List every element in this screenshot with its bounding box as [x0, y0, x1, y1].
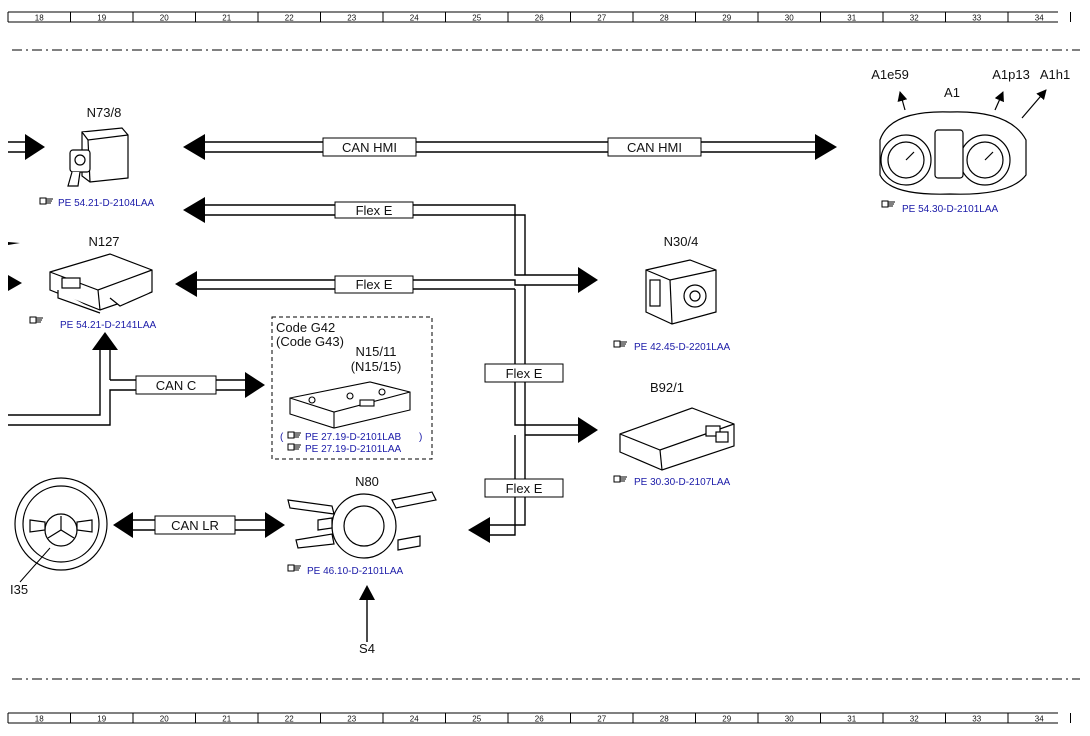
- label-a1e59: A1e59: [871, 67, 909, 82]
- svg-text:): ): [419, 432, 422, 443]
- sensor-unit-icon: [619, 407, 735, 471]
- label-n15-15: (N15/15): [351, 359, 402, 374]
- ruler-label: 31: [847, 715, 856, 724]
- component-b92-1[interactable]: B92/1 PE 30.30-D-2107LAA: [613, 380, 735, 488]
- ruler-label: 23: [347, 14, 356, 23]
- ruler-label: 33: [972, 14, 981, 23]
- ref-a1: PE 54.30-D-2101LAA: [902, 204, 999, 215]
- ruler-label: 31: [847, 14, 856, 23]
- steering-wheel-icon: [14, 477, 108, 571]
- label-n30-4: N30/4: [664, 234, 699, 249]
- component-n30-4[interactable]: N30/4 PE 42.45-D-2201LAA: [613, 234, 731, 353]
- component-n15-11[interactable]: Code G42 (Code G43) N15/11 (N15/15) ( PE…: [271, 316, 433, 460]
- ref-n73-8: PE 54.21-D-2104LAA: [58, 198, 155, 209]
- ruler-label: 25: [472, 14, 481, 23]
- label-n80: N80: [355, 474, 379, 489]
- ruler-label: 26: [535, 14, 544, 23]
- bus-label-can-hmi-1: CAN HMI: [342, 140, 397, 155]
- transmission-control-icon: [289, 381, 411, 429]
- ruler-label: 21: [222, 715, 231, 724]
- control-unit-icon: [49, 253, 153, 314]
- bus-label-can-lr: CAN LR: [171, 518, 219, 533]
- label-a1p13: A1p13: [992, 67, 1030, 82]
- bus-label-flex-e-2: Flex E: [356, 277, 393, 292]
- ruler-label: 21: [222, 14, 231, 23]
- ruler-label: 24: [410, 715, 419, 724]
- component-n73-8[interactable]: N73/8 PE 54.21-D-2104LAA: [39, 105, 155, 209]
- ruler-label: 30: [785, 715, 794, 724]
- label-a1h1: A1h1: [1040, 67, 1070, 82]
- ref-n15-11-laa: PE 27.19-D-2101LAA: [305, 444, 402, 455]
- ruler-label: 23: [347, 715, 356, 724]
- ruler-label: 26: [535, 715, 544, 724]
- bottom-ruler: 18 19 20 21 22 23 24 25 26 27 28 29 30 31 32 33 34: [7, 712, 1071, 724]
- ruler-label: 24: [410, 14, 419, 23]
- component-i35[interactable]: I35: [10, 477, 108, 597]
- ruler-label: 18: [35, 14, 44, 23]
- ruler-label: 28: [660, 14, 669, 23]
- ruler-label: 27: [597, 14, 606, 23]
- ruler-label: 20: [160, 715, 169, 724]
- ruler-label: 22: [285, 14, 294, 23]
- bus-label-flex-e-3: Flex E: [506, 366, 543, 381]
- ruler-label: 32: [910, 715, 919, 724]
- ref-b92-1: PE 30.30-D-2107LAA: [634, 477, 731, 488]
- ruler-label: 28: [660, 715, 669, 724]
- label-n127: N127: [88, 234, 119, 249]
- component-n80[interactable]: N80 PE 46.10-D-2101LAA: [287, 474, 437, 577]
- ruler-label: 22: [285, 715, 294, 724]
- ref-n30-4: PE 42.45-D-2201LAA: [634, 342, 731, 353]
- arrowheads: [8, 134, 837, 600]
- bus-labels: CAN HMI CAN HMI Flex E Flex E Flex E Fle…: [135, 137, 702, 535]
- component-n127[interactable]: N127 PE 54.21-D-2141LAA: [29, 234, 157, 331]
- ruler-label: 25: [472, 715, 481, 724]
- instrument-cluster-icon: [879, 111, 1027, 195]
- ruler-label: 27: [597, 715, 606, 724]
- ruler-label: 33: [972, 715, 981, 724]
- label-code-g42: Code G42: [276, 320, 335, 335]
- bus-label-can-hmi-2: CAN HMI: [627, 140, 682, 155]
- ruler-label: 18: [35, 715, 44, 724]
- ruler-label: 19: [97, 14, 106, 23]
- ruler-label: 20: [160, 14, 169, 23]
- bus-label-can-c: CAN C: [156, 378, 196, 393]
- ref-n80: PE 46.10-D-2101LAA: [307, 566, 404, 577]
- label-a1: A1: [944, 85, 960, 100]
- label-s4: S4: [359, 641, 375, 656]
- bus-label-flex-e-1: Flex E: [356, 203, 393, 218]
- component-a1[interactable]: A1 A1e59 A1p13 A1h1 PE 54.30-D-2101LAA: [871, 67, 1070, 215]
- top-ruler: 18 19 20 21 22 23 24 25 26 27 28 29 30 31 32 33 34: [7, 11, 1071, 23]
- label-n73-8: N73/8: [87, 105, 122, 120]
- ruler-label: 30: [785, 14, 794, 23]
- label-n15-11: N15/11: [356, 344, 397, 359]
- svg-text:(: (: [280, 432, 284, 443]
- ruler-label: 32: [910, 14, 919, 23]
- ruler-label: 34: [1035, 14, 1044, 23]
- ruler-label: 29: [722, 715, 731, 724]
- esp-unit-icon: [645, 259, 717, 325]
- label-i35: I35: [10, 582, 28, 597]
- bus-label-flex-e-4: Flex E: [506, 481, 543, 496]
- ruler-label: 34: [1035, 715, 1044, 724]
- ignition-switch-icon: [67, 127, 129, 187]
- steering-column-module-icon: [287, 491, 437, 559]
- ruler-label: 19: [97, 715, 106, 724]
- label-b92-1: B92/1: [650, 380, 684, 395]
- ref-n127: PE 54.21-D-2141LAA: [60, 320, 157, 331]
- ruler-label: 29: [722, 14, 731, 23]
- ref-n15-11-lab: PE 27.19-D-2101LAB: [305, 432, 402, 443]
- label-code-g43: (Code G43): [276, 334, 344, 349]
